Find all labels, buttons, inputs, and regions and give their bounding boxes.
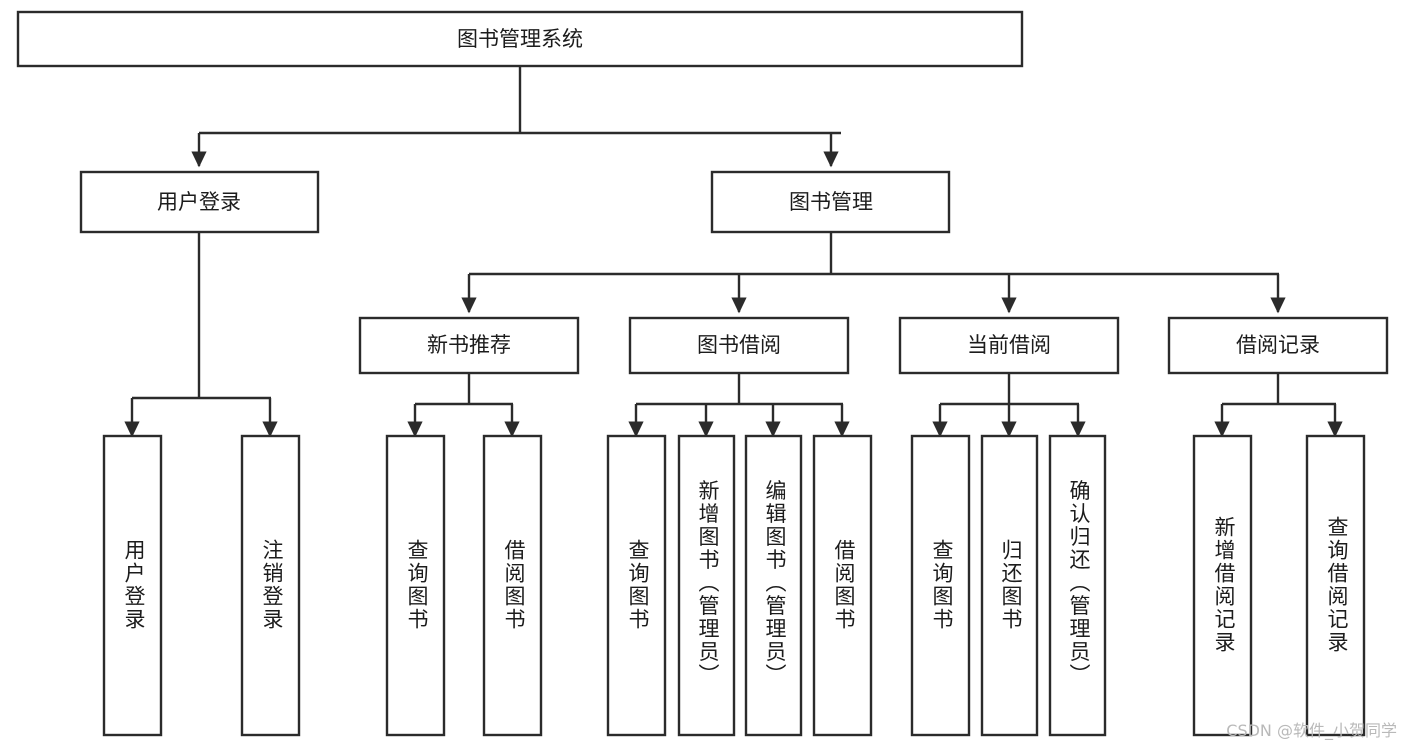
node-leaf-user-logout[interactable]: 注销登录: [240, 434, 301, 737]
node-leaf-return-book-label: 归还图书: [999, 539, 1023, 631]
node-current-borrow-label: 当前借阅: [967, 333, 1051, 357]
node-new-book-recommend-box[interactable]: [358, 316, 580, 375]
node-leaf-return-book-box[interactable]: [980, 434, 1039, 737]
node-book-borrow[interactable]: 图书借阅: [628, 316, 850, 375]
node-leaf-add-record[interactable]: 新增借阅记录: [1192, 434, 1253, 737]
node-book-management[interactable]: 图书管理: [710, 170, 951, 234]
node-leaf-user-logout-box[interactable]: [240, 434, 301, 737]
node-leaf-user-login-box[interactable]: [102, 434, 163, 737]
node-book-borrow-label: 图书借阅: [697, 333, 781, 357]
node-leaf-add-book-label: 新增图书（管理员）: [696, 480, 720, 687]
node-new-book-recommend[interactable]: 新书推荐: [358, 316, 580, 375]
node-user-login-box[interactable]: [79, 170, 320, 234]
node-leaf-query-book-3-box[interactable]: [910, 434, 971, 737]
node-current-borrow[interactable]: 当前借阅: [898, 316, 1120, 375]
node-leaf-query-record-box[interactable]: [1305, 434, 1366, 737]
node-leaf-add-book[interactable]: 新增图书（管理员）: [677, 434, 736, 737]
node-leaf-borrow-book-1[interactable]: 借阅图书: [482, 434, 543, 737]
node-borrow-record-label: 借阅记录: [1236, 333, 1320, 357]
node-leaf-query-book-2[interactable]: 查询图书: [606, 434, 667, 737]
node-leaf-edit-book[interactable]: 编辑图书（管理员）: [744, 434, 803, 737]
node-borrow-record-box[interactable]: [1167, 316, 1389, 375]
node-leaf-query-book-2-box[interactable]: [606, 434, 667, 737]
node-leaf-confirm-return[interactable]: 确认归还（管理员）: [1048, 434, 1107, 737]
node-leaf-query-record-label: 查询借阅记录: [1325, 516, 1349, 654]
node-leaf-return-book[interactable]: 归还图书: [980, 434, 1039, 737]
node-root[interactable]: 图书管理系统: [16, 10, 1024, 68]
node-leaf-query-record[interactable]: 查询借阅记录: [1305, 434, 1366, 737]
edges-layer: [124, 66, 1343, 438]
node-book-management-box[interactable]: [710, 170, 951, 234]
node-leaf-query-book-2-label: 查询图书: [626, 539, 650, 631]
node-leaf-borrow-book-2-label: 借阅图书: [832, 539, 856, 631]
node-leaf-borrow-book-2-box[interactable]: [812, 434, 873, 737]
node-user-login-label: 用户登录: [157, 190, 241, 214]
node-leaf-add-record-box[interactable]: [1192, 434, 1253, 737]
node-borrow-record[interactable]: 借阅记录: [1167, 316, 1389, 375]
node-new-book-recommend-label: 新书推荐: [427, 333, 511, 357]
node-leaf-edit-book-label: 编辑图书（管理员）: [763, 480, 787, 687]
csdn-watermark: CSDN @软件_小贺同学: [1226, 721, 1397, 740]
node-current-borrow-box[interactable]: [898, 316, 1120, 375]
node-leaf-add-book-box[interactable]: [677, 434, 736, 737]
node-leaf-user-logout-label: 注销登录: [260, 539, 284, 631]
node-leaf-query-book-1[interactable]: 查询图书: [385, 434, 446, 737]
node-leaf-query-book-1-box[interactable]: [385, 434, 446, 737]
node-root-label: 图书管理系统: [457, 27, 583, 51]
node-leaf-confirm-return-box[interactable]: [1048, 434, 1107, 737]
node-leaf-borrow-book-1-box[interactable]: [482, 434, 543, 737]
node-root-box[interactable]: [16, 10, 1024, 68]
node-user-login[interactable]: 用户登录: [79, 170, 320, 234]
node-leaf-query-book-3-label: 查询图书: [930, 539, 954, 631]
node-leaf-confirm-return-label: 确认归还（管理员）: [1067, 480, 1091, 687]
node-leaf-user-login[interactable]: 用户登录: [102, 434, 163, 737]
node-leaf-user-login-label: 用户登录: [122, 539, 146, 631]
node-leaf-edit-book-box[interactable]: [744, 434, 803, 737]
node-leaf-borrow-book-2[interactable]: 借阅图书: [812, 434, 873, 737]
node-leaf-query-book-1-label: 查询图书: [405, 539, 429, 631]
node-book-management-label: 图书管理: [789, 190, 873, 214]
node-leaf-query-book-3[interactable]: 查询图书: [910, 434, 971, 737]
node-leaf-borrow-book-1-label: 借阅图书: [502, 539, 526, 631]
node-leaf-add-record-label: 新增借阅记录: [1212, 516, 1236, 654]
node-book-borrow-box[interactable]: [628, 316, 850, 375]
